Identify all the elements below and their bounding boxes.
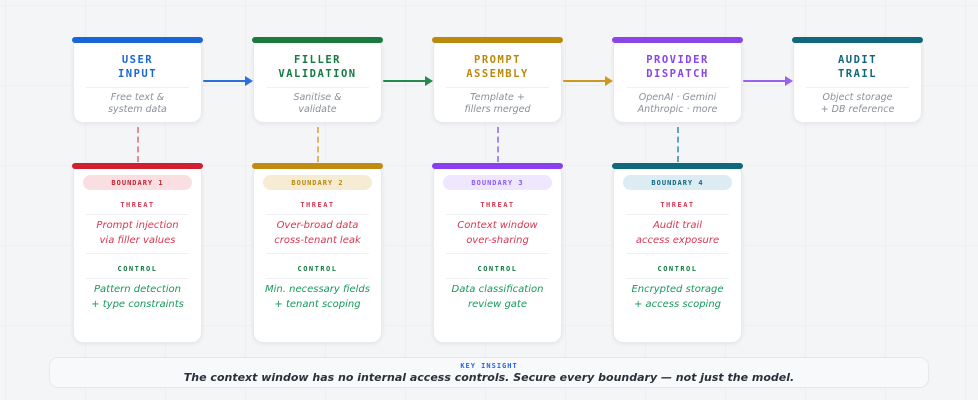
dashed-connector-boundary-4 [677,127,679,162]
stage-subtitle: Sanitise & validate [293,92,342,115]
stage-title: AUDIT TRAIL [837,54,878,80]
control-text: Min. necessary fields + tenant scoping [265,284,370,310]
control-text: Encrypted storage + access scoping [631,284,724,310]
control-label: CONTROL [117,265,158,273]
stage-subtitle: Free text & system data [108,92,167,115]
arrow-head-icon [785,76,793,86]
stage-title: FILLER VALIDATION [278,54,357,80]
stage-accent-bar [612,37,743,43]
boundary-badge: BOUNDARY 2 [263,175,372,190]
divider [86,214,189,215]
stage-accent-bar [792,37,923,43]
arrow-head-icon [425,76,433,86]
threat-label: THREAT [300,201,335,209]
divider [266,253,369,254]
boundary-card-2: BOUNDARY 2 THREAT Over-broad data cross-… [252,163,383,343]
control-text: Pattern detection + type constraints [91,284,184,310]
control-text: Data classification review gate [451,284,544,310]
divider [626,214,729,215]
stage-card-user-input: USER INPUT Free text & system data [72,37,203,123]
arrow-line [743,80,786,82]
key-insight-text: The context window has no internal acces… [183,370,795,384]
divider [626,253,729,254]
stage-card-provider-dispatch: PROVIDER DISPATCH OpenAI · Gemini Anthro… [612,37,743,123]
boundary-accent-bar [72,163,203,169]
stage-card-filler-validation: FILLER VALIDATION Sanitise & validate [252,37,383,123]
arrow-user-input-to-filler-validation [202,76,253,86]
arrow-line [383,80,426,82]
threat-label: THREAT [660,201,695,209]
stage-subtitle: Template + fillers merged [464,92,531,115]
stage-title: PROMPT ASSEMBLY [466,54,529,80]
arrow-line [203,80,246,82]
key-insight-banner: KEY INSIGHT The context window has no in… [49,357,929,388]
dashed-connector-boundary-3 [497,127,499,162]
boundary-accent-bar [252,163,383,169]
divider [86,253,189,254]
threat-text: Audit trail access exposure [635,220,720,246]
stage-title: PROVIDER DISPATCH [646,54,709,80]
stage-card-audit-trail: AUDIT TRAIL Object storage + DB referenc… [792,37,923,123]
divider [86,87,189,88]
boundary-badge: BOUNDARY 4 [623,175,732,190]
threat-text: Over-broad data cross-tenant leak [274,220,361,246]
dashed-connector-boundary-2 [317,127,319,162]
divider [266,214,369,215]
arrow-filler-validation-to-prompt-assembly [382,76,433,86]
divider [446,214,549,215]
dashed-connector-boundary-1 [137,127,139,162]
stage-accent-bar [252,37,383,43]
stage-accent-bar [72,37,203,43]
threat-text: Context window over-sharing [457,220,538,246]
stage-card-prompt-assembly: PROMPT ASSEMBLY Template + fillers merge… [432,37,563,123]
stage-subtitle: Object storage + DB reference [820,92,895,115]
boundary-accent-bar [612,163,743,169]
control-label: CONTROL [657,265,698,273]
divider [266,87,369,88]
arrow-head-icon [245,76,253,86]
key-insight-label: KEY INSIGHT [460,361,518,370]
stage-title: USER INPUT [117,54,158,80]
boundary-badge: BOUNDARY 1 [83,175,192,190]
divider [446,278,549,279]
boundary-badge: BOUNDARY 3 [443,175,552,190]
stage-subtitle: OpenAI · Gemini Anthropic · more [637,92,718,115]
divider [446,87,549,88]
divider [806,87,909,88]
divider [626,278,729,279]
control-label: CONTROL [297,265,338,273]
stage-accent-bar [432,37,563,43]
arrow-line [563,80,606,82]
control-label: CONTROL [477,265,518,273]
divider [446,253,549,254]
arrow-provider-dispatch-to-audit-trail [742,76,793,86]
boundary-accent-bar [432,163,563,169]
threat-label: THREAT [480,201,515,209]
boundary-card-1: BOUNDARY 1 THREAT Prompt injection via f… [72,163,203,343]
divider [86,278,189,279]
arrow-prompt-assembly-to-provider-dispatch [562,76,613,86]
divider [626,87,729,88]
threat-label: THREAT [120,201,155,209]
boundary-card-4: BOUNDARY 4 THREAT Audit trail access exp… [612,163,743,343]
arrow-head-icon [605,76,613,86]
threat-text: Prompt injection via filler values [96,220,179,246]
boundary-card-3: BOUNDARY 3 THREAT Context window over-sh… [432,163,563,343]
divider [266,278,369,279]
